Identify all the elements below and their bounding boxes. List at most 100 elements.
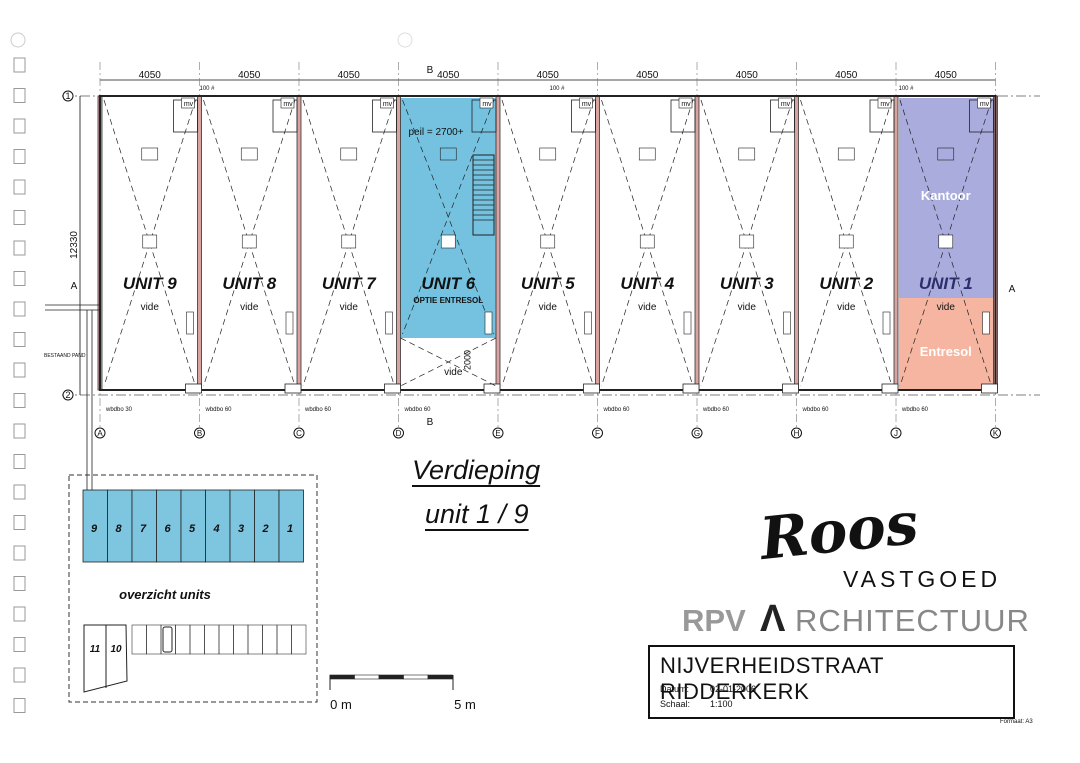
section-a-marker-left: A <box>71 281 78 292</box>
binder-ring-hole <box>13 271 26 286</box>
grid-column-bubble <box>293 427 305 439</box>
grid-column-bubble <box>691 427 703 439</box>
overview-unit <box>156 489 182 563</box>
grid-column-bubble <box>94 427 106 439</box>
building-outline <box>99 95 997 391</box>
door-swing <box>683 311 692 335</box>
ventilation-icon <box>938 234 954 249</box>
binder-ring-hole <box>13 393 26 408</box>
grid-row-label: 2 <box>65 390 70 400</box>
overview-unit-number: 7 <box>140 523 147 535</box>
overview-unit-number: 10 <box>110 644 122 655</box>
grid-column-label: J <box>894 429 898 438</box>
unit-label: UNIT 9 <box>123 274 177 293</box>
unit-9 <box>103 97 202 394</box>
entresol-label: Entresol <box>920 344 972 359</box>
party-wall <box>794 95 799 391</box>
light-fixture-icon <box>837 147 855 161</box>
parking-space <box>291 624 307 655</box>
unit-3 <box>700 97 799 394</box>
scale-bar <box>329 674 454 690</box>
grid-row-bubble <box>62 389 74 401</box>
dimension-label: 4050 <box>437 70 460 81</box>
unit-6 <box>400 97 501 394</box>
binder-ring-hole <box>13 149 26 164</box>
mv-label: mv <box>184 101 194 108</box>
binder-ring-hole <box>13 301 26 317</box>
overview-units-10-11 <box>83 624 128 693</box>
mv-label: mv <box>980 101 990 108</box>
schaal-value: 1:100 <box>710 699 733 709</box>
unit-7 <box>302 97 401 394</box>
parking-space <box>262 624 278 655</box>
grid-column-bubble <box>393 427 404 439</box>
overview-unit-number: 4 <box>212 523 219 535</box>
vide-label: vide <box>444 367 463 378</box>
grid-column-label: B <box>197 429 202 438</box>
binder-ring-hole <box>13 637 26 652</box>
architectuur-logo-a: Λ <box>760 598 786 640</box>
mv-label: mv <box>283 101 293 108</box>
parking-space <box>218 624 234 655</box>
overview-units-inset <box>68 474 318 703</box>
binder-ring-hole <box>13 362 26 378</box>
vide-label: vide <box>240 302 259 313</box>
grid-column-label: E <box>495 429 500 438</box>
overview-unit <box>107 489 133 563</box>
door-swing <box>982 311 990 335</box>
mv-box <box>678 97 693 109</box>
architectuur-logo-text: RCHITECTUUR <box>795 603 1030 638</box>
datum-label: Datum: <box>660 684 690 694</box>
unit-5 <box>501 97 600 394</box>
fire-rating-label: wbdbo 60 <box>205 407 233 413</box>
drawing-title: Verdieping <box>412 455 541 485</box>
section-b-marker-top: B <box>427 65 434 76</box>
vide-cross-line <box>402 99 495 335</box>
light-fixture-icon <box>340 147 358 161</box>
scale-bar-segment <box>378 674 404 680</box>
overview-unit-number: 9 <box>91 523 98 535</box>
unit-label: UNIT 6 <box>421 274 475 293</box>
unit-label: UNIT 3 <box>720 274 774 293</box>
grid-column-label: C <box>296 429 302 438</box>
car-icon <box>162 626 173 653</box>
binder-ring-hole <box>13 210 26 225</box>
party-wall <box>296 95 302 391</box>
column-footing <box>881 383 899 394</box>
scale-start-label: 0 m <box>330 697 352 712</box>
scale-bar-segment <box>427 674 453 680</box>
mv-box <box>877 97 892 109</box>
fire-rating-label: wbdbo 60 <box>404 407 432 413</box>
overview-title: overzicht units <box>119 587 211 602</box>
mv-label: mv <box>880 101 890 108</box>
stair-dimension-label: 2000 <box>463 350 473 370</box>
party-wall <box>595 95 600 391</box>
scale-bar-segment <box>354 674 380 680</box>
light-fixture-icon <box>240 147 258 161</box>
scale-end-label: 5 m <box>454 697 476 712</box>
kantoor-fill <box>899 98 996 298</box>
bestaand-pand-label: BESTAAND PAND <box>44 353 86 359</box>
binder-ring-hole <box>13 484 26 500</box>
unit-2 <box>800 97 899 394</box>
vide-label: vide <box>937 302 956 313</box>
vide-cross-line <box>400 337 497 387</box>
vide-label: vide <box>539 302 558 313</box>
overview-unit <box>254 489 280 563</box>
unit-4 <box>601 97 700 394</box>
stair-outline <box>472 154 495 236</box>
mv-box <box>778 97 792 109</box>
vide-label: vide <box>738 302 757 313</box>
project-name: NIJVERHEIDSTRAAT RIDDERKERK <box>660 653 884 704</box>
dimension-label: 4050 <box>636 70 659 81</box>
overview-unit-number: 5 <box>189 523 196 535</box>
unit-1 <box>899 97 998 394</box>
vastgoed-logo-text: VASTGOED <box>843 566 1002 592</box>
overview-unit-number: 1 <box>287 523 293 535</box>
door-swing <box>882 311 891 335</box>
grid-row-label: 1 <box>65 91 70 101</box>
mv-label: mv <box>681 101 691 108</box>
column-footing <box>284 383 302 394</box>
